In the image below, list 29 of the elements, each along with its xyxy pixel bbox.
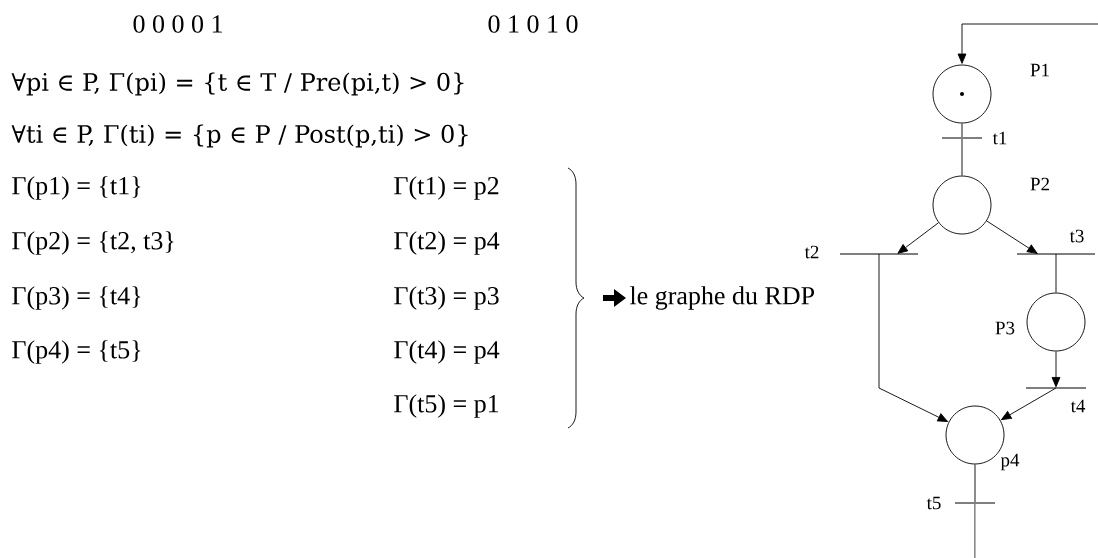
node-label: t1	[992, 131, 1007, 145]
formula-text: Γ(p1) = {t1}	[12, 176, 141, 200]
formula-text: Γ(t4) = p4	[394, 340, 500, 364]
formula-text: Γ(p2) = {t2, t3}	[12, 231, 174, 255]
node-label: p4	[1000, 453, 1020, 471]
arrow	[878, 253, 948, 422]
node-label: P3	[995, 321, 1015, 335]
arrow	[897, 222, 939, 254]
node-label: t3	[1069, 229, 1084, 243]
node-label: P2	[1030, 177, 1049, 191]
node-label: P1	[1030, 63, 1049, 77]
formula-text: Γ(t2) = p4	[394, 231, 500, 255]
arrow	[1001, 387, 1057, 421]
formula-text: Γ(t5) = p1	[394, 394, 499, 418]
formula-text: 0 0 0 0 1	[133, 15, 222, 33]
formula-text: Γ(p3) = {t4}	[12, 286, 141, 310]
formula-text: ∀ti ∈ P, Γ(ti) = {p ∈ P / Post(p,ti) > 0}	[11, 124, 468, 148]
node-label: t5	[926, 496, 941, 510]
arrow	[957, 23, 1098, 64]
formula-text: Γ(t3) = p3	[394, 286, 499, 310]
formula-text: Γ(t1) = p2	[394, 176, 499, 200]
formula-text: Γ(p4) = {t5}	[12, 340, 141, 364]
node-label: t4	[1070, 399, 1086, 413]
arrow	[1051, 351, 1061, 388]
formula-text: 0 1 0 1 0	[488, 15, 578, 33]
formula-text: le graphe du RDP	[629, 286, 814, 310]
formula-text: ∀pi ∈ P, Γ(pi) = {t ∈ T / Pre(pi,t) > 0}	[11, 72, 464, 96]
arrow	[986, 220, 1038, 254]
node-label: t2	[804, 245, 819, 259]
